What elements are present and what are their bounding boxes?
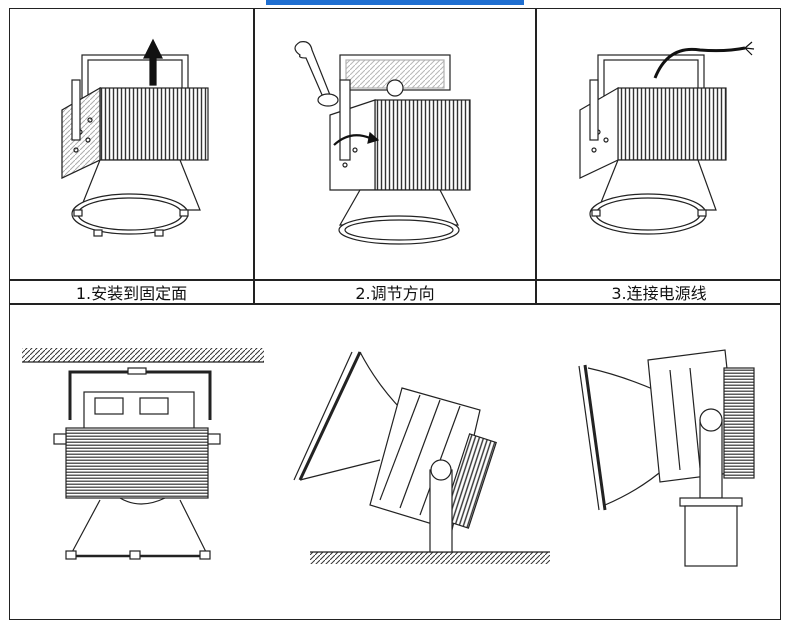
step-1-lamp-illustration xyxy=(61,38,209,237)
top-accent-bar xyxy=(266,0,524,5)
divider-caption-top xyxy=(9,279,781,281)
step-3-lamp-illustration xyxy=(579,41,755,235)
ceiling-mount-illustration xyxy=(22,348,264,560)
divider-col-2 xyxy=(535,8,537,304)
pole-mount-illustration xyxy=(578,349,755,567)
step-2-lamp-illustration xyxy=(294,41,471,245)
step-3-caption: 3.连接电源线 xyxy=(611,284,707,303)
step-2-caption: 2.调节方向 xyxy=(355,284,435,303)
divider-col-1 xyxy=(253,8,255,304)
instruction-panel xyxy=(9,8,781,620)
step-1-caption: 1.安装到固定面 xyxy=(75,284,188,303)
divider-caption-bottom xyxy=(9,303,781,305)
floor-mount-illustration xyxy=(293,351,550,564)
